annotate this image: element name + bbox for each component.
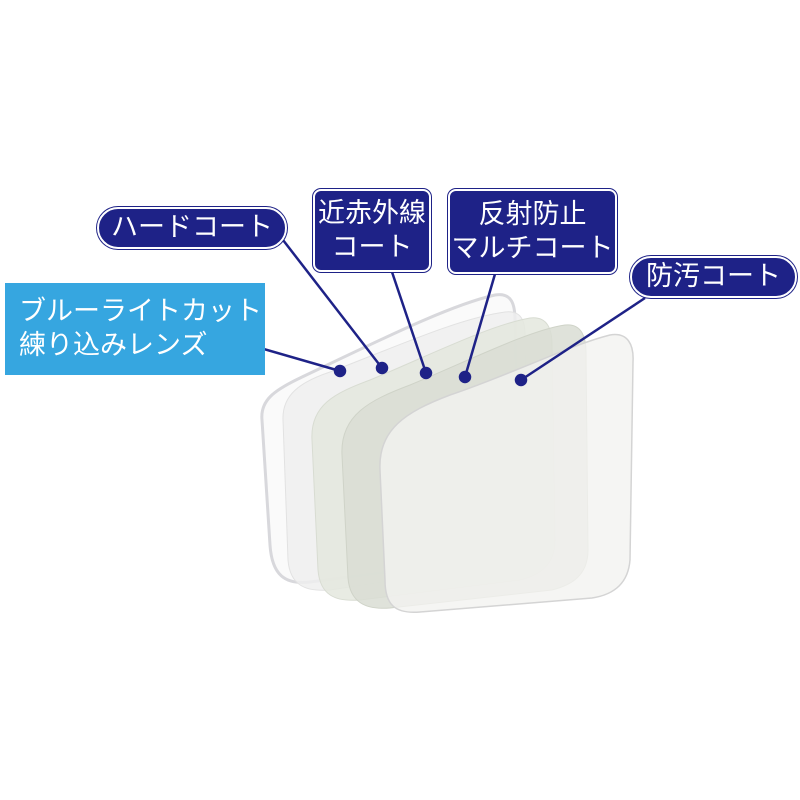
label-near-infrared-coat: 近赤外線 コート	[313, 189, 431, 272]
dot-blue-light	[333, 364, 347, 378]
dot-anti-fouling	[514, 373, 528, 387]
label-line: 近赤外線	[318, 197, 426, 229]
label-blue-light-cut-lens: ブルーライトカット 練り込みレンズ	[5, 283, 265, 375]
leader-near-infrared	[390, 271, 428, 374]
dot-anti-reflection	[458, 370, 472, 384]
label-line: マルチコート	[451, 232, 614, 264]
label-hard-coat: ハードコート	[97, 207, 287, 249]
label-line: ハードコート	[111, 212, 273, 244]
label-line: ブルーライトカット	[19, 296, 262, 328]
label-anti-reflection-coat: 反射防止 マルチコート	[448, 189, 617, 274]
leader-hard-coat	[282, 239, 383, 369]
label-line: コート	[331, 231, 413, 263]
label-line: 反射防止	[478, 198, 587, 230]
label-line: 防汚コート	[646, 261, 781, 293]
leader-anti-fouling	[520, 296, 646, 382]
label-anti-fouling-coat: 防汚コート	[630, 256, 797, 298]
leader-blue-light	[249, 343, 341, 373]
dot-hard-coat	[375, 361, 389, 375]
dot-near-infrared	[419, 366, 433, 380]
label-line: 練り込みレンズ	[19, 330, 208, 361]
leader-lines	[249, 239, 646, 387]
leader-anti-reflection	[463, 273, 497, 378]
